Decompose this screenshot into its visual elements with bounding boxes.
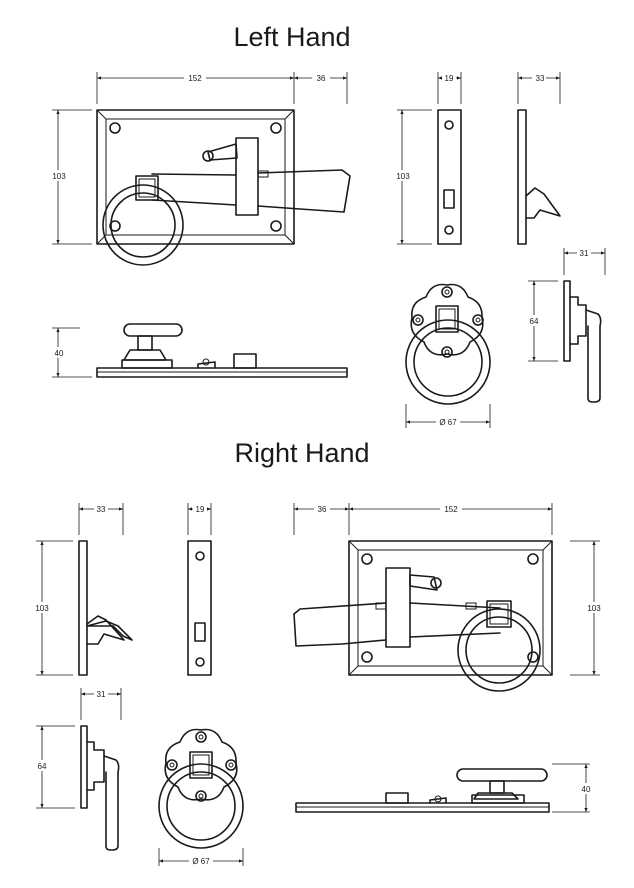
screw-hole [270,220,282,232]
dim-103: 103 [52,172,66,181]
right-hand-title: Right Hand [234,438,370,468]
dim-36: 36 [318,505,327,514]
right-side-view-latch: 40 [295,763,593,813]
left-front-view [96,109,351,266]
screw-hole [109,122,121,134]
left-latch-depth-dimension: 40 [52,327,92,378]
dim-ring-diameter: Ø 67 [439,418,457,427]
dim-19: 19 [196,505,205,514]
left-top-dimensions: 152 36 [96,72,348,104]
left-keep-side-view: 33 [517,72,561,245]
dim-33: 33 [536,74,545,83]
dim-19: 19 [445,74,454,83]
dim-64: 64 [530,317,539,326]
dim-152: 152 [188,74,202,83]
dim-103: 103 [396,172,410,181]
dim-31: 31 [580,249,589,258]
left-ring-rose-view: Ø 67 [405,283,491,428]
dim-40: 40 [582,785,591,794]
screw-hole [527,651,539,663]
screw-hole [270,122,282,134]
right-keep-front-view: 19 [187,503,212,676]
screw-hole [361,651,373,663]
right-ring [158,763,244,849]
screw-hole [109,220,121,232]
right-ring-handle [457,608,541,692]
left-ring-side-view: 31 64 [527,248,606,403]
left-hand-title: Left Hand [233,22,351,52]
right-keep-side [78,540,88,676]
left-height-dimension: 103 [50,109,92,245]
left-rose-plate [410,283,484,356]
dim-103: 103 [35,604,49,613]
screw-hole [527,553,539,565]
right-rose-plate [164,728,238,801]
right-ring-side-view: 31 64 [35,688,122,851]
right-top-dimensions: 36 152 103 [293,503,602,676]
right-keep-side-view: 33 103 [34,503,133,676]
right-keep-plate [187,540,212,676]
left-side-view-latch [96,323,348,378]
left-keep-plate [437,109,462,245]
left-backplate [96,109,295,245]
left-ring [405,319,491,405]
dim-152: 152 [444,505,458,514]
left-keep-side [517,109,527,245]
right-ring-rose-view: Ø 67 [158,728,244,866]
dim-103: 103 [587,604,601,613]
right-backplate [348,540,553,676]
right-latch-keep [385,567,411,648]
dim-64: 64 [38,762,47,771]
dim-36: 36 [317,74,326,83]
left-keep-dimensions: 19 103 [395,72,462,245]
right-front-view [293,540,553,692]
dim-33: 33 [97,505,106,514]
left-ring-handle [102,184,184,266]
left-keep-front-view [437,109,462,245]
dim-ring-diameter: Ø 67 [192,857,210,866]
left-latch-keep [235,137,259,216]
dim-31: 31 [97,690,106,699]
dim-40: 40 [55,349,64,358]
screw-hole [361,553,373,565]
